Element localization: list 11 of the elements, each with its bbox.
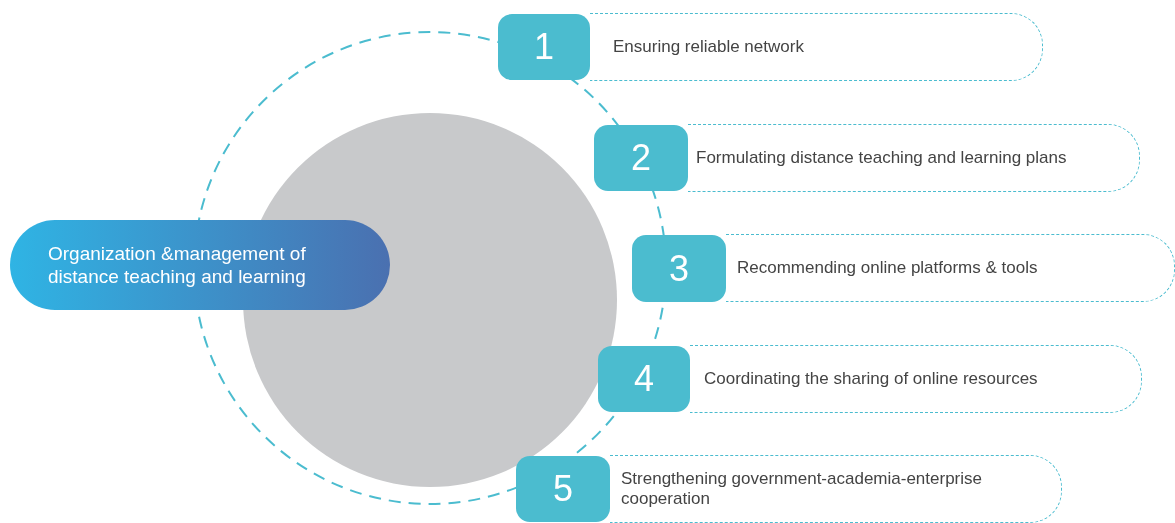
number-badge: 4	[598, 346, 690, 412]
number-badge: 3	[632, 235, 726, 302]
number-badge: 2	[594, 125, 688, 191]
item-label-box: Formulating distance teaching and learning plans	[688, 124, 1140, 192]
number-badge: 1	[498, 14, 590, 80]
title-pill: Organization &management of distance teaching and learning	[10, 220, 390, 310]
item-label-box: Strengthening government-academia-enterprise cooperation	[610, 455, 1062, 523]
item-label-box: Recommending online platforms & tools	[726, 234, 1175, 302]
item-label-box: Coordinating the sharing of online resources	[690, 345, 1142, 413]
item-label-box: Ensuring reliable network	[590, 13, 1043, 81]
number-badge: 5	[516, 456, 610, 522]
